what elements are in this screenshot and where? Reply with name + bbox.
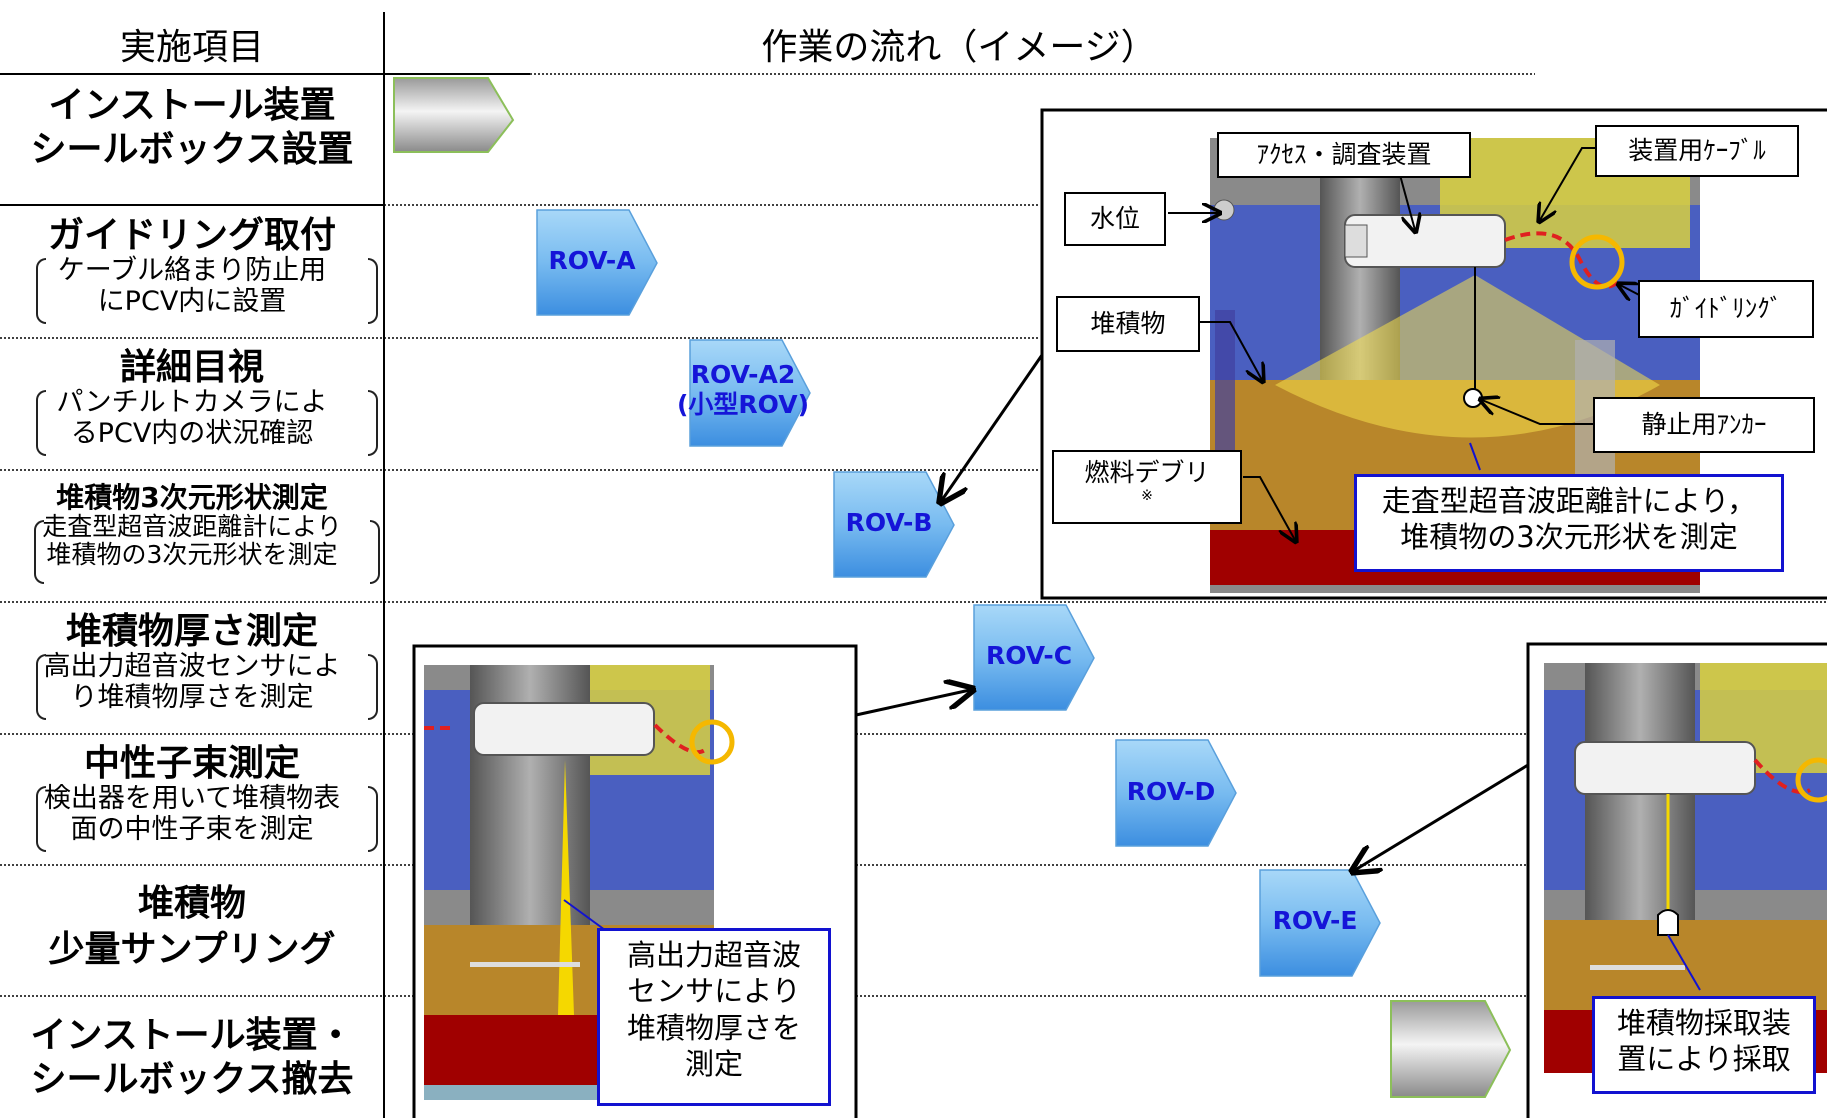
column-header-items: 実施項目 bbox=[119, 27, 264, 68]
row-main-2: シールボックス撤去 bbox=[30, 1059, 354, 1101]
callout-3d-measurement: 走査型超音波距離計により， 堆積物の3次元形状を測定 bbox=[1354, 474, 1784, 572]
row-sub-2: り堆積物厚さを測定 bbox=[70, 681, 314, 713]
chevron-removal bbox=[1390, 1000, 1512, 1098]
rov-e-label: ROV-E bbox=[1272, 906, 1358, 935]
callout-thickness-line1: 高出力超音波 bbox=[626, 938, 801, 972]
row-sub-2: 面の中性子束を測定 bbox=[70, 813, 314, 845]
paren-left bbox=[36, 390, 46, 456]
row-sub: 高出力超音波センサによ bbox=[43, 651, 341, 683]
label-guide-ring: ｶﾞｲﾄﾞﾘﾝｸﾞ bbox=[1638, 280, 1814, 338]
row-main: 堆積物 bbox=[137, 883, 246, 924]
row-label-install: インストール装置 シールボックス設置 bbox=[0, 85, 384, 171]
row-label-neutron: 中性子束測定 検出器を用いて堆積物表 面の中性子束を測定 bbox=[0, 743, 384, 845]
chevron-rov-b bbox=[833, 471, 955, 578]
row-main: ガイドリング取付 bbox=[47, 215, 336, 256]
row-sub: ケーブル絡まり防止用 bbox=[57, 255, 327, 287]
row-label-removal: インストール装置・ シールボックス撤去 bbox=[0, 1015, 384, 1101]
row-main: インストール装置 bbox=[48, 85, 336, 126]
callout-thickness: 高出力超音波 センサにより 堆積物厚さを 測定 bbox=[597, 928, 831, 1106]
label-fuel-debris: 燃料デブリ ※ bbox=[1052, 450, 1242, 524]
row-main: 堆積物3次元形状測定 bbox=[56, 481, 328, 514]
rov-c-label: ROV-C bbox=[985, 641, 1073, 670]
row-main: 中性子束測定 bbox=[83, 743, 300, 784]
chevron-rov-e bbox=[1259, 869, 1381, 977]
callout-thickness-line3: 堆積物厚さを bbox=[626, 1010, 801, 1045]
callout-thickness-line4: 測定 bbox=[684, 1046, 743, 1081]
paren-left bbox=[36, 654, 46, 720]
row-label-thickness: 堆積物厚さ測定 高出力超音波センサによ り堆積物厚さを測定 bbox=[0, 611, 384, 713]
label-anchor: 静止用ｱﾝｶｰ bbox=[1593, 397, 1815, 453]
label-water-level: 水位 bbox=[1064, 192, 1166, 246]
callout-sampling-line2: 置により採取 bbox=[1617, 1042, 1791, 1077]
label-device-cable: 装置用ｹｰﾌﾞﾙ bbox=[1595, 125, 1799, 177]
paren-left bbox=[36, 258, 46, 324]
rov-b-label: ROV-B bbox=[845, 508, 933, 537]
row-main: 詳細目視 bbox=[119, 347, 264, 388]
callout-sampling: 堆積物採取装 置により採取 bbox=[1592, 996, 1816, 1094]
callout-thickness-line2: センサにより bbox=[627, 974, 801, 1009]
row-sub: 検出器を用いて堆積物表 bbox=[43, 783, 341, 815]
chevron-rov-a2 bbox=[689, 339, 811, 447]
row-label-guide-ring: ガイドリング取付 ケーブル絡まり防止用 にPCV内に設置 bbox=[0, 215, 384, 317]
row-label-visual: 詳細目視 パンチルトカメラによ るPCV内の状況確認 bbox=[0, 347, 384, 449]
row-sub-2: るPCV内の状況確認 bbox=[70, 417, 314, 449]
figure2-scene bbox=[424, 665, 735, 1100]
paren-left bbox=[34, 520, 44, 584]
paren-left bbox=[36, 786, 46, 852]
row-sub-2: 堆積物の3次元形状を測定 bbox=[46, 540, 338, 570]
callout-3d-line2: 堆積物の3次元形状を測定 bbox=[1400, 520, 1738, 555]
rov-a-label: ROV-A bbox=[548, 246, 636, 275]
row-sub: 走査型超音波距離計により bbox=[42, 512, 342, 542]
row-main-2: シールボックス設置 bbox=[30, 129, 354, 171]
label-access-device: ｱｸｾｽ・調査装置 bbox=[1217, 132, 1471, 178]
column-header-flow: 作業の流れ（イメージ） bbox=[761, 27, 1157, 68]
row-sub-2: にPCV内に設置 bbox=[97, 285, 287, 317]
label-deposit: 堆積物 bbox=[1056, 296, 1200, 352]
row-main: 堆積物厚さ測定 bbox=[65, 611, 318, 652]
label-fuel-debris-text: 燃料デブリ bbox=[1084, 458, 1210, 487]
chevron-install bbox=[393, 77, 515, 153]
rov-a2-label-2: (小型ROV) bbox=[676, 390, 810, 419]
row-main-2: 少量サンプリング bbox=[48, 929, 336, 971]
rov-a2-label-1: ROV-A2 bbox=[690, 360, 796, 389]
rov-d-label: ROV-D bbox=[1126, 777, 1216, 806]
callout-sampling-line1: 堆積物採取装 bbox=[1616, 1006, 1791, 1040]
row-main: インストール装置・ bbox=[30, 1015, 354, 1056]
rov-a2-label: ROV-A2 (小型ROV) bbox=[668, 360, 818, 420]
callout-3d-line1: 走査型超音波距離計により， bbox=[1381, 484, 1757, 518]
row-label-3d-shape: 堆積物3次元形状測定 走査型超音波距離計により 堆積物の3次元形状を測定 bbox=[0, 482, 384, 569]
chevron-rov-d bbox=[1115, 739, 1237, 847]
label-fuel-debris-note: ※ bbox=[1141, 488, 1153, 504]
row-sub: パンチルトカメラによ bbox=[56, 387, 328, 419]
chevron-rov-a bbox=[536, 209, 658, 316]
row-label-sampling: 堆積物 少量サンプリング bbox=[0, 883, 384, 971]
